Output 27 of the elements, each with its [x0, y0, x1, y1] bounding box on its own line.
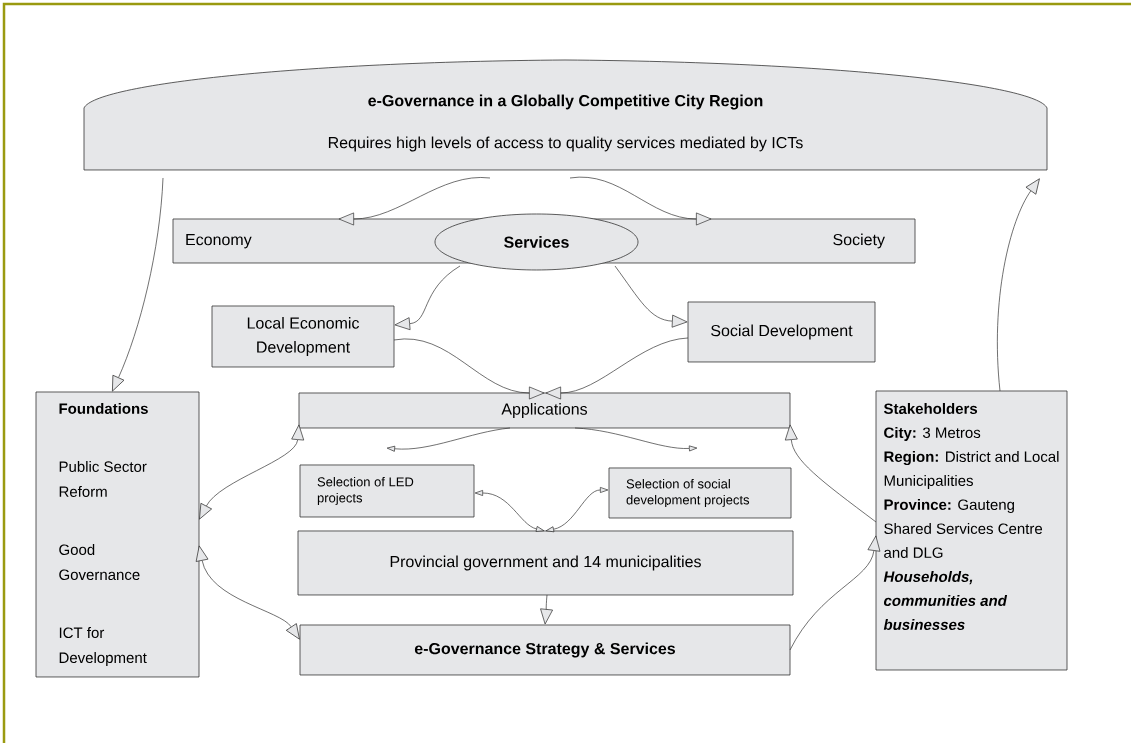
arrow	[545, 337, 689, 400]
process-box: Social Development	[687, 301, 876, 363]
arrow	[338, 177, 491, 226]
process-box: Local Economic Development	[211, 305, 395, 368]
arrow	[545, 487, 609, 533]
stakeholders-box: Stakeholders City: 3 Metros Region: District and Local Municipalities Province: Gauteng Shared Services Centre and DLG Households, communities and businesses	[875, 390, 1068, 671]
arrow	[997, 178, 1040, 392]
process-box: Selection of LED projects	[299, 464, 475, 518]
arrow	[474, 490, 545, 532]
arrow	[569, 176, 712, 226]
arrow	[199, 424, 305, 520]
banner-box: e-Governance in a Globally Competitive City Region Requires high levels of access to quality services mediated by ICTs	[83, 59, 1048, 171]
arrow	[195, 545, 300, 640]
arrow	[394, 265, 461, 331]
foundations-box: Foundations Public Sector Reform Good Governance ICT for Development	[35, 391, 200, 678]
arrow	[112, 177, 164, 392]
arrow	[386, 427, 511, 452]
process-box: Applications	[298, 392, 791, 429]
process-box: e-Governance Strategy & Services	[299, 624, 791, 676]
arrow	[574, 427, 698, 452]
process-box: Selection of social development projects	[608, 467, 792, 519]
arrow	[540, 594, 553, 625]
arrow	[614, 265, 688, 328]
process-box: Provincial government and 14 municipalities	[297, 530, 794, 596]
arrow	[789, 535, 881, 651]
arrow	[784, 424, 877, 523]
arrow	[393, 338, 545, 400]
